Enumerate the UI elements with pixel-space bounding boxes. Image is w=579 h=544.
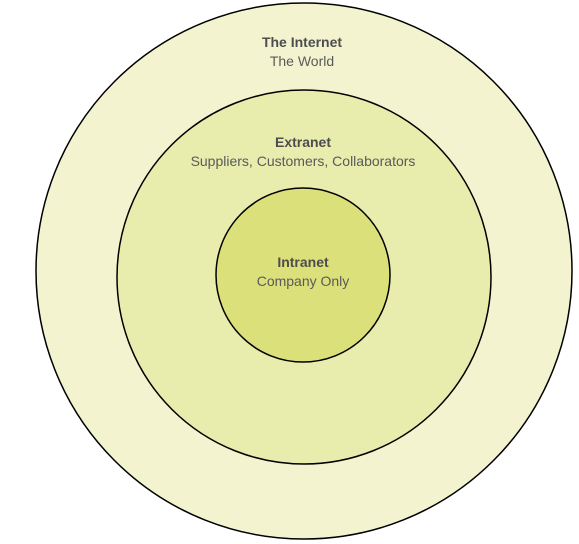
ring-intranet-subtitle: Company Only — [257, 273, 350, 289]
ring-extranet-subtitle: Suppliers, Customers, Collaborators — [191, 153, 416, 169]
ring-intranet-title: Intranet — [277, 254, 329, 270]
ring-internet-title: The Internet — [262, 34, 342, 50]
ring-extranet-title: Extranet — [275, 134, 331, 150]
ring-internet-subtitle: The World — [270, 53, 334, 69]
ring-intranet-circle — [215, 187, 391, 363]
ring-intranet: Intranet Company Only — [215, 187, 391, 363]
